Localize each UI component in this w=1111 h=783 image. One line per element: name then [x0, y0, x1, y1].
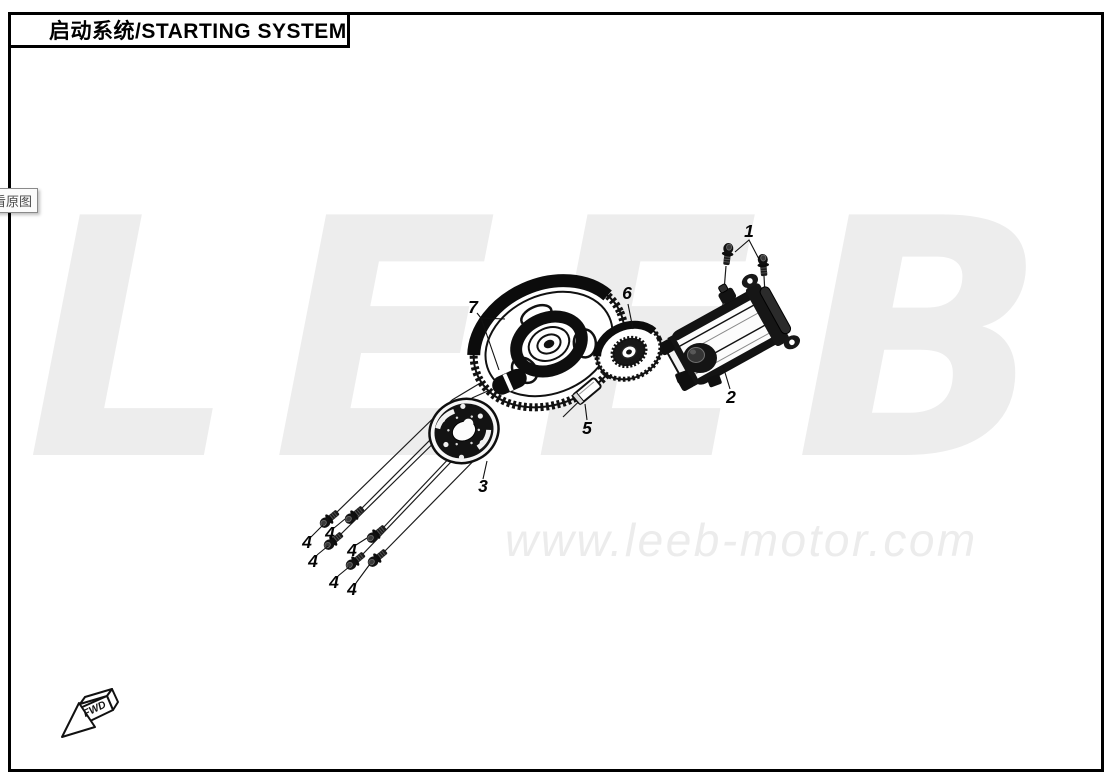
view-original-label: 看原图 — [0, 194, 33, 209]
callout-4f: 4 — [346, 579, 357, 599]
callout-5: 5 — [582, 418, 592, 438]
clutch-gear — [467, 274, 629, 412]
callout-7: 7 — [468, 297, 479, 317]
callout-6: 6 — [622, 283, 632, 303]
callout-2: 2 — [725, 387, 736, 407]
callout-4c: 4 — [307, 551, 318, 571]
callout-4d: 4 — [346, 540, 357, 560]
leader-lines — [310, 239, 762, 584]
callout-1: 1 — [744, 221, 754, 241]
gear-bushing — [492, 368, 527, 395]
callout-4a: 4 — [301, 532, 312, 552]
fwd-arrow: FWD — [61, 688, 119, 738]
starter-motor — [658, 273, 801, 392]
url-watermark: www.leeb-motor.com — [505, 514, 978, 566]
callout-4b: 4 — [324, 523, 335, 543]
callout-4e: 4 — [328, 572, 339, 592]
callout-3: 3 — [478, 476, 488, 496]
page-title: 启动系统/STARTING SYSTEM — [49, 20, 347, 43]
callouts: 1 2 3 4 4 4 4 4 4 5 6 7 — [301, 221, 754, 599]
drive-plate — [428, 397, 500, 465]
idler-pin — [571, 377, 602, 406]
idler-gear — [593, 320, 664, 382]
view-original-button[interactable]: 看原图 — [0, 188, 39, 213]
title-bar: 启动系统/STARTING SYSTEM — [8, 12, 350, 48]
